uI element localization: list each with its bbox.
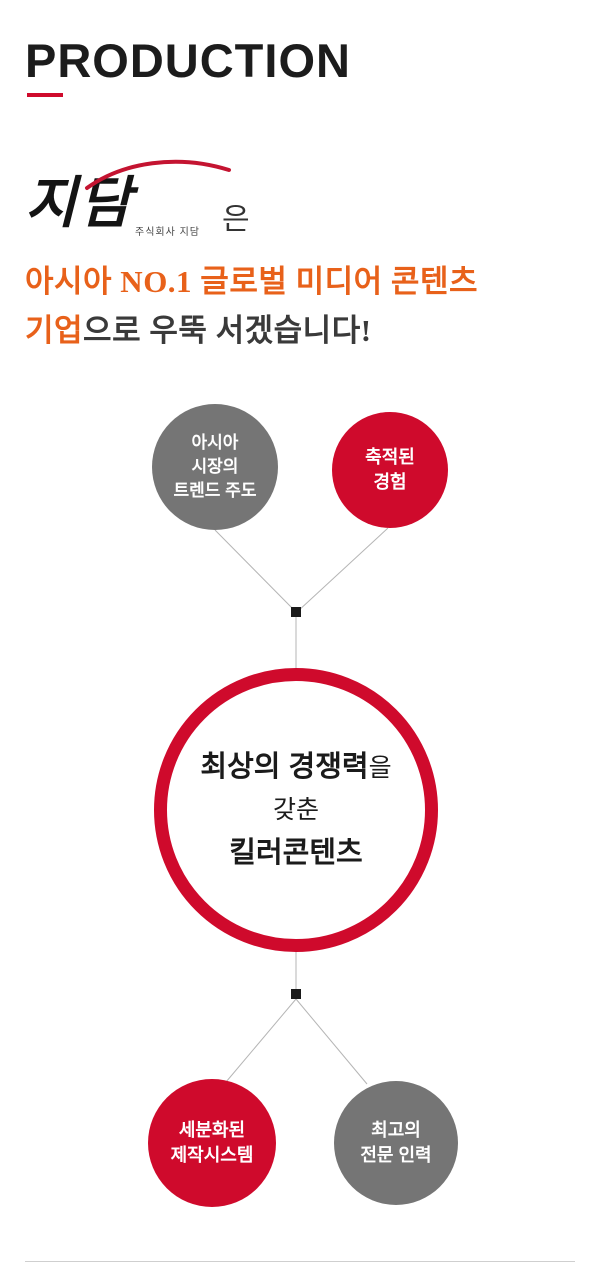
- logo-swoosh-icon: [85, 159, 231, 190]
- center-line1-bold: 최상의 경쟁력: [200, 750, 369, 783]
- circle-asia-trend: 아시아 시장의 트렌드 주도: [152, 404, 278, 530]
- center-line2: 갖춘: [272, 796, 319, 824]
- circle-accumulated-experience: 축적된 경험: [332, 412, 448, 528]
- title-underline: [27, 93, 63, 97]
- brand-caption: 주식회사 지담: [135, 227, 200, 238]
- headline-line2-accent: 기업: [25, 313, 84, 348]
- bottom-divider: [25, 1261, 575, 1262]
- brand-logo: 지담 주식회사 지담: [25, 156, 231, 244]
- killer-contents-diagram: 아시아 시장의 트렌드 주도 축적된 경험 최상의 경쟁력을 갖춘 킬러콘텐츠 …: [0, 400, 600, 1212]
- headline-line2-rest: 으로 우뚝 서겠습니다!: [83, 313, 372, 348]
- headline-line2: 기업으로 우뚝 서겠습니다!: [25, 305, 372, 350]
- top-node-square: [291, 607, 301, 617]
- center-line1-rest: 을: [368, 753, 392, 782]
- headline-line1: 아시아 NO.1 글로벌 미디어 콘텐츠: [25, 264, 478, 299]
- brand-suffix: 은: [222, 203, 250, 236]
- center-circle-text: 최상의 경쟁력을 갖춘 킬러콘텐츠: [200, 744, 391, 877]
- page-title: PRODUCTION: [25, 34, 351, 87]
- brand-logo-text: 지담: [25, 170, 135, 236]
- center-line3: 킬러콘텐츠: [229, 837, 363, 869]
- circle-experts: 최고의 전문 인력: [334, 1081, 458, 1205]
- center-circle-killer-contents: 최상의 경쟁력을 갖춘 킬러콘텐츠: [154, 668, 438, 952]
- bottom-node-square: [291, 989, 301, 999]
- connector-lines: [214, 527, 389, 1085]
- circle-production-system: 세분화된 제작시스템: [148, 1079, 276, 1207]
- center-line1: 최상의 경쟁력을: [200, 744, 391, 790]
